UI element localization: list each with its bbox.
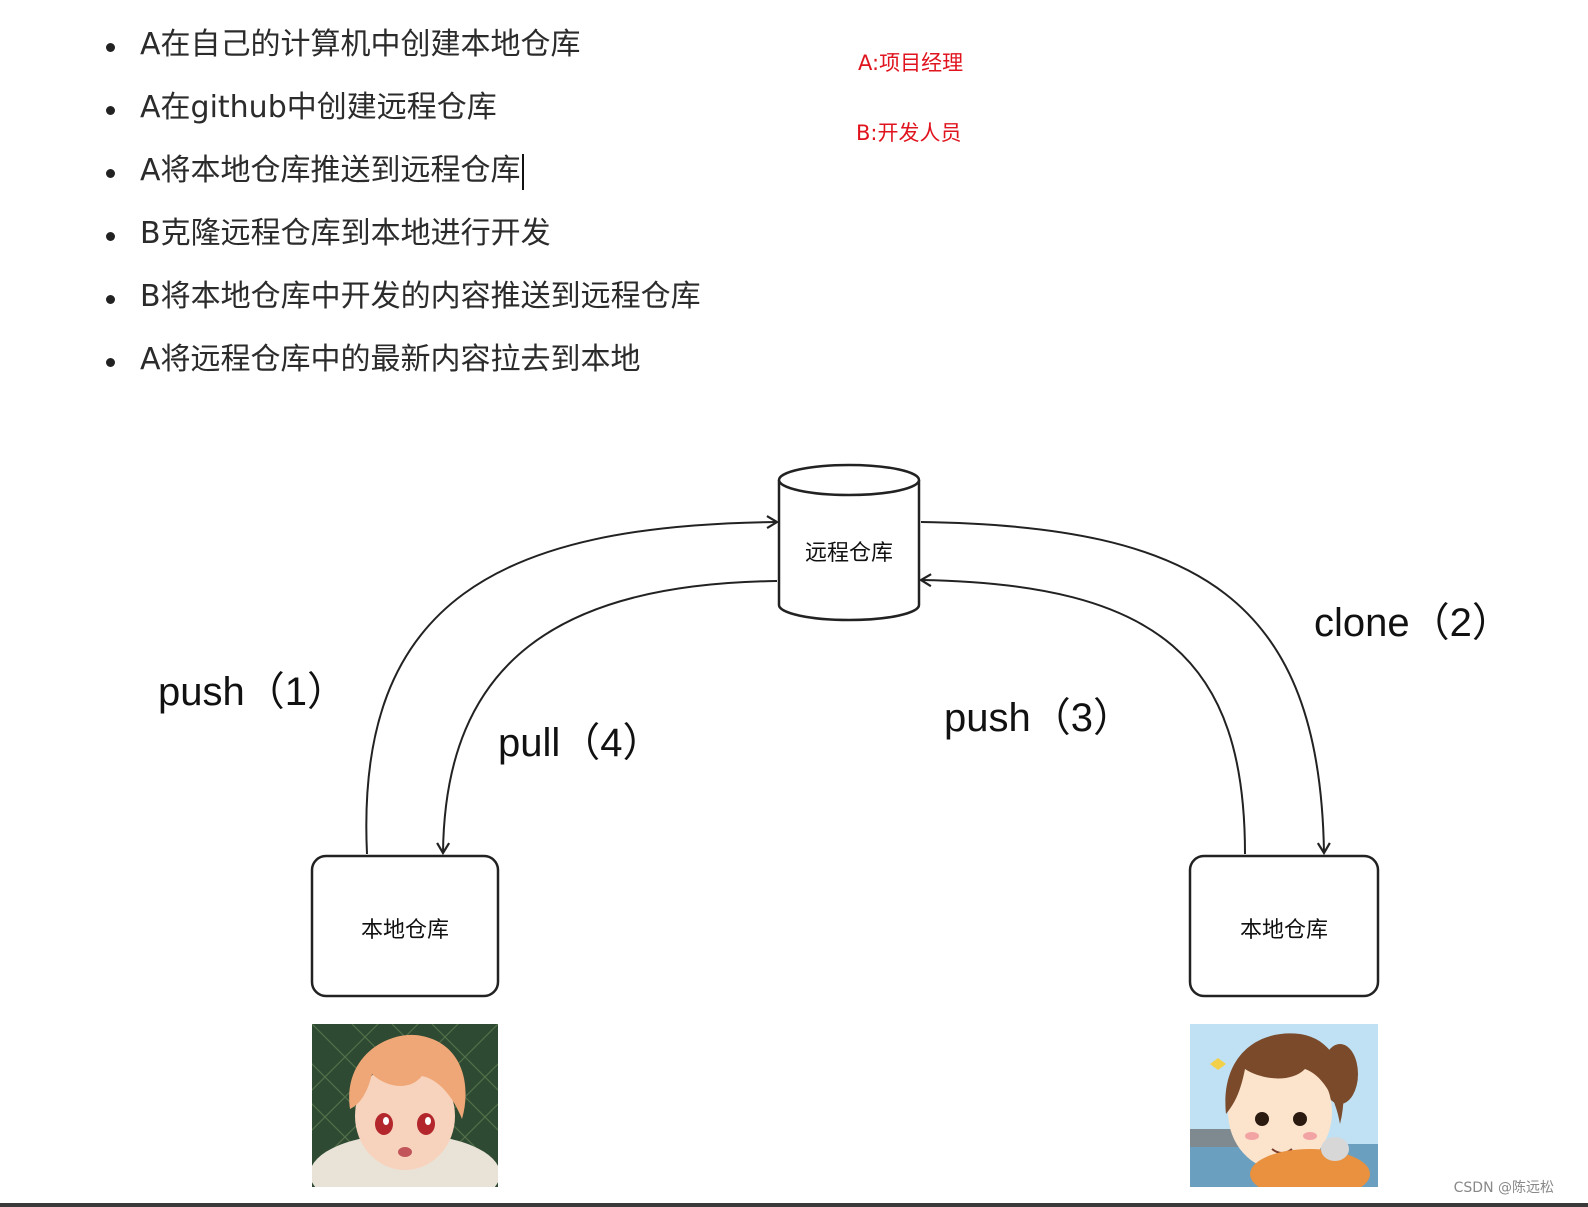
clone-2-label: clone（2）: [1314, 601, 1512, 645]
step-item: A将本地仓库推送到远程仓库: [100, 144, 701, 207]
local-repo-a-box: 本地仓库: [310, 854, 500, 998]
push-1-label: push（1）: [158, 670, 347, 714]
step-item: A在github中创建远程仓库: [100, 81, 701, 144]
local-repo-b-box: 本地仓库: [1188, 854, 1380, 998]
pull-4-arrow: [436, 580, 778, 856]
role-a-label: A:项目经理: [858, 51, 964, 75]
step-text: A在github中创建远程仓库: [140, 90, 497, 125]
workflow-steps-list: A在自己的计算机中创建本地仓库 A在github中创建远程仓库 A将本地仓库推送…: [100, 18, 701, 396]
local-repo-b-label: 本地仓库: [1240, 918, 1328, 943]
push-3-label: push（3）: [944, 696, 1133, 740]
push-3-arrow: [918, 573, 1246, 855]
bullet-icon: [106, 106, 115, 115]
step-text: B将本地仓库中开发的内容推送到远程仓库: [140, 279, 701, 314]
pull-4-label: pull（4）: [498, 721, 663, 765]
bullet-icon: [106, 232, 115, 241]
role-b-label: B:开发人员: [856, 121, 962, 145]
bullet-icon: [106, 358, 115, 367]
bullet-icon: [106, 295, 115, 304]
remote-repo-cylinder: 远程仓库: [777, 463, 921, 622]
text-cursor: [521, 153, 524, 190]
step-item: B克隆远程仓库到本地进行开发: [100, 207, 701, 270]
bullet-icon: [106, 43, 115, 52]
step-text: A将本地仓库推送到远程仓库: [140, 153, 521, 188]
step-text: A将远程仓库中的最新内容拉去到本地: [140, 342, 641, 377]
step-item: B将本地仓库中开发的内容推送到远程仓库: [100, 270, 701, 333]
bottom-divider: [0, 1203, 1588, 1207]
clone-2-arrow: [920, 521, 1331, 856]
remote-repo-label: 远程仓库: [805, 541, 893, 566]
push-1-arrow: [365, 515, 780, 855]
step-text: B克隆远程仓库到本地进行开发: [140, 216, 551, 251]
bullet-icon: [106, 169, 115, 178]
step-item: A在自己的计算机中创建本地仓库: [100, 18, 701, 81]
step-item: A将远程仓库中的最新内容拉去到本地: [100, 333, 701, 396]
local-repo-a-label: 本地仓库: [361, 918, 449, 943]
step-text: A在自己的计算机中创建本地仓库: [140, 27, 581, 62]
watermark-text: CSDN @陈远松: [1453, 1180, 1554, 1196]
developer-a-avatar: [312, 1024, 498, 1187]
developer-b-avatar: [1190, 1024, 1378, 1187]
